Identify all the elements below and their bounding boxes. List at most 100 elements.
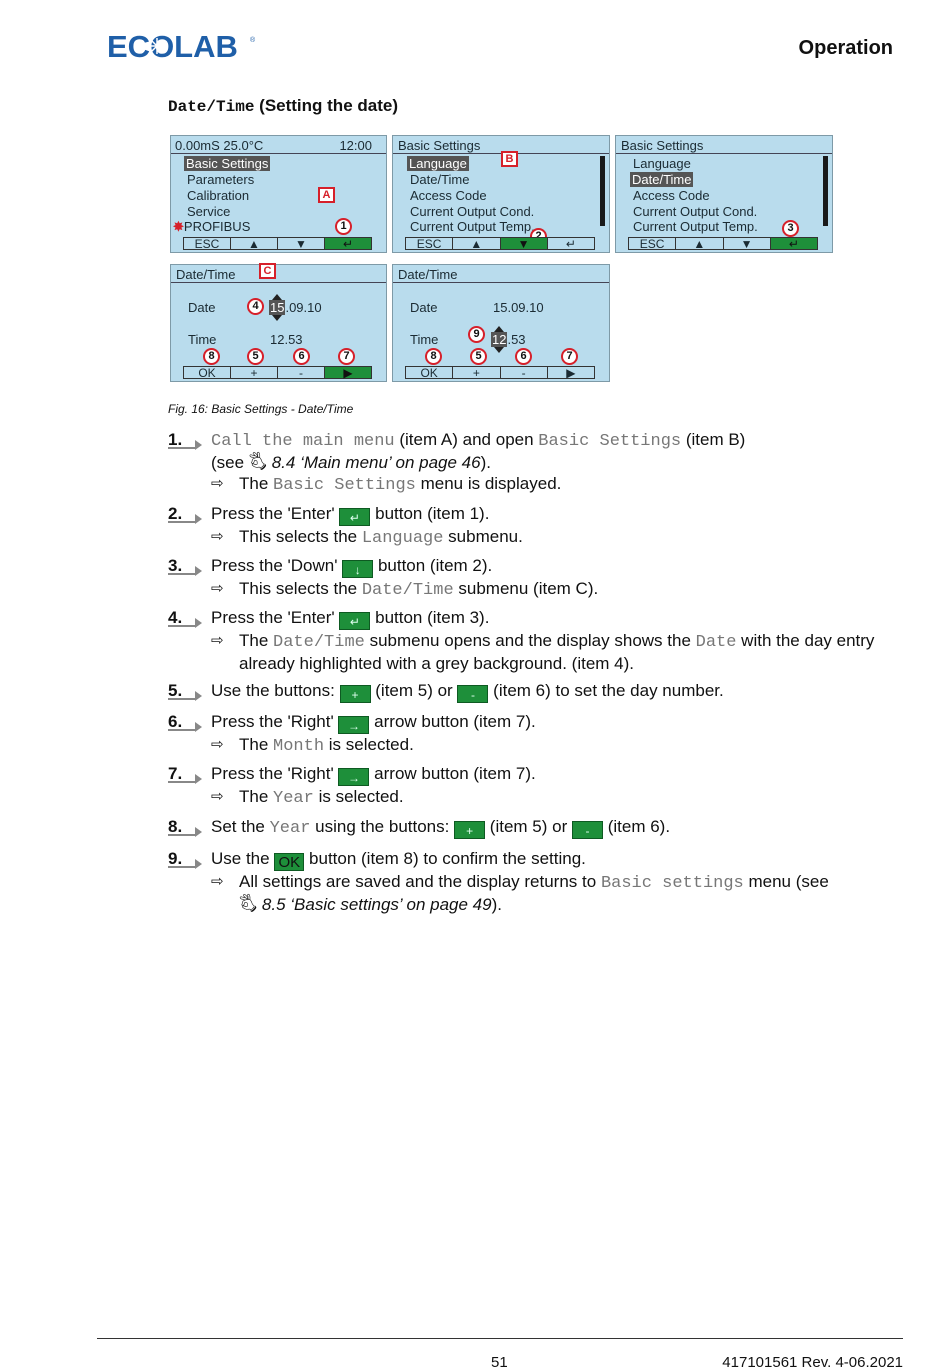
time-rest-value: .53 <box>507 332 526 347</box>
page-number: 51 <box>491 1354 508 1370</box>
softkey-enter: ↵ <box>770 238 817 250</box>
menu-item: Language <box>407 156 469 171</box>
time-value: 12.53 <box>270 332 303 347</box>
step-arrow-icon <box>195 514 202 524</box>
callout-7: 7 <box>561 348 578 365</box>
date-day-value: 15 <box>269 294 286 321</box>
step-number: 4. <box>168 607 208 628</box>
step-6: 6. Press the 'Right' → arrow button (ite… <box>168 711 536 756</box>
result-arrow-icon: ⇨ <box>211 580 224 597</box>
code-text: Year <box>273 789 314 808</box>
code-text: Year <box>269 819 311 838</box>
right-button-icon: → <box>338 768 370 786</box>
screen-datetime-day: Date/Time C Date 4 15.09.10 Time 12.53 8… <box>170 263 387 382</box>
callout-6: 6 <box>293 348 310 365</box>
screen-title: Basic Settings <box>621 138 704 153</box>
screen-title: Basic Settings <box>398 138 481 153</box>
minus-button-icon: - <box>457 685 489 703</box>
step-7: 7. Press the 'Right' → arrow button (ite… <box>168 763 536 808</box>
menu-item: Date/Time <box>410 172 470 187</box>
code-text: Date/Time <box>361 581 454 600</box>
softkey-enter: ↵ <box>325 238 371 250</box>
right-button-icon: → <box>338 716 370 734</box>
step-arrow-icon <box>195 722 202 732</box>
callout-4: 4 <box>247 298 264 315</box>
callout-a: A <box>318 187 335 203</box>
callout-5: 5 <box>470 348 487 365</box>
softkey-minus: - <box>278 367 325 379</box>
code-text: Call the main menu <box>211 432 395 451</box>
screen-datetime-time: Date/Time Date 15.09.10 9 Time 12.53 8 5… <box>392 264 610 382</box>
menu-item: Parameters <box>187 172 255 187</box>
time-label: Time <box>188 332 217 347</box>
screen-title: Date/Time <box>176 267 236 282</box>
softkey-ok: OK <box>184 367 231 379</box>
menu-item: Language <box>633 156 691 171</box>
code-text: Basic Settings <box>273 476 416 495</box>
softkey-esc: ESC <box>406 238 454 250</box>
softkey-down: ▼ <box>278 238 325 250</box>
softkey-down: ▼ <box>724 238 771 250</box>
code-text: Date/Time <box>273 633 365 652</box>
step-number: 6. <box>168 711 208 732</box>
subheading-code: Date/Time <box>168 98 255 116</box>
section-title: Operation <box>798 37 893 59</box>
result-arrow-icon: ⇨ <box>211 632 224 649</box>
softkey-enter: ↵ <box>565 237 576 251</box>
softkey-up: ▲ <box>231 238 278 250</box>
callout-c: C <box>259 263 276 279</box>
callout-b: B <box>501 151 518 167</box>
scrollbar <box>823 156 828 226</box>
step-5: 5. Use the buttons: + (item 5) or - (ite… <box>168 680 724 703</box>
cross-ref-link[interactable]: 8.5 ‘Basic settings’ on page 49 <box>261 895 492 914</box>
step-number: 8. <box>168 816 208 837</box>
softkey-plus: + <box>231 367 278 379</box>
status-right: 12:00 <box>339 138 372 153</box>
time-label: Time <box>410 332 439 347</box>
step-arrow-icon <box>195 859 202 869</box>
screen-title: Date/Time <box>398 267 458 282</box>
step-8: 8. Set the Year using the buttons: + (it… <box>168 816 671 839</box>
code-text: Basic Settings <box>538 432 682 451</box>
footer-divider <box>97 1338 903 1339</box>
callout-1: 1 <box>335 218 352 235</box>
step-3: 3. Press the 'Down' ↓ button (item 2). ⇨… <box>168 555 599 600</box>
menu-item: Date/Time <box>630 172 694 187</box>
subheading: Date/Time (Setting the date) <box>168 96 398 116</box>
step-number: 1. <box>168 429 208 450</box>
cross-ref-link[interactable]: 8.4 ‘Main menu’ on page 46 <box>271 453 481 472</box>
menu-item: Access Code <box>410 188 487 203</box>
screen-main-menu: 0.00mS 25.0°C 12:00 Basic Settings Param… <box>170 135 387 253</box>
code-text: Basic settings <box>600 874 744 893</box>
softkey-plus: + <box>453 367 501 379</box>
result-arrow-icon: ⇨ <box>211 788 224 805</box>
callout-3: 3 <box>782 220 799 237</box>
softkey-down: ▼ <box>500 238 548 250</box>
softkeys: ESC ▲ ▼ ↵ <box>628 237 818 250</box>
softkey-right: ▶ <box>566 366 576 380</box>
menu-item: Current Output Cond. <box>410 204 535 219</box>
menu-item: PROFIBUS <box>183 219 251 234</box>
softkey-esc: ESC <box>184 238 231 250</box>
step-arrow-icon <box>195 691 202 701</box>
status-left: 0.00mS 25.0°C <box>175 138 264 153</box>
menu-item: Basic Settings <box>184 156 271 171</box>
callout-8: 8 <box>425 348 442 365</box>
softkey-up: ▲ <box>453 238 501 250</box>
menu-item: Current Output Temp. <box>633 219 758 234</box>
callout-5: 5 <box>247 348 264 365</box>
softkeys: OK + - ▶ <box>183 366 372 379</box>
date-label: Date <box>410 300 438 315</box>
softkey-ok: OK <box>406 367 454 379</box>
step-number: 2. <box>168 503 208 524</box>
menu-item: Current Output Cond. <box>633 204 758 219</box>
minus-button-icon: - <box>571 821 603 839</box>
date-label: Date <box>188 300 216 315</box>
step-number: 5. <box>168 680 208 701</box>
cross-ref-icon: 🖏 <box>248 453 267 472</box>
code-text: Month <box>273 737 325 756</box>
step-number: 7. <box>168 763 208 784</box>
cross-ref-icon: 🖏 <box>239 895 258 914</box>
result-arrow-icon: ⇨ <box>211 528 224 545</box>
step-number: 3. <box>168 555 208 576</box>
